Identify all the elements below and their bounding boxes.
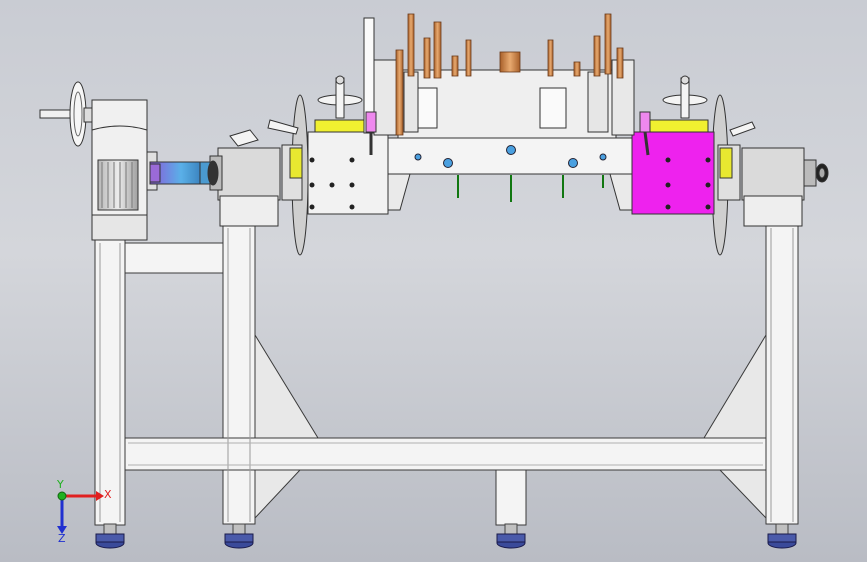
clamp-block-left: [307, 131, 389, 215]
rotary-flange-left[interactable]: [281, 94, 309, 256]
frame-gusset-left-low: [254, 469, 302, 520]
toggle-clamp-left[interactable]: [229, 75, 363, 147]
frame-gusset-right: [703, 333, 767, 439]
rotary-flange-right[interactable]: [711, 94, 741, 256]
frame-leg-middle: [495, 469, 527, 526]
z-axis-label: Z: [58, 532, 66, 545]
foot-left-outer: [95, 523, 125, 549]
frame-upper-crossbar-left: [124, 242, 224, 274]
bearing-block-right[interactable]: [741, 147, 829, 227]
support-rods-green: [457, 175, 604, 202]
foot-left-inner: [224, 523, 254, 549]
y-axis-dot: [57, 491, 67, 501]
locating-pins-blue: [414, 145, 607, 168]
center-beam: [387, 137, 633, 175]
coordinate-triad: X Y Z: [56, 478, 112, 545]
copper-locator-pins: [395, 13, 624, 136]
swing-arm-pink[interactable]: [365, 111, 651, 156]
yellow-plate-right: [649, 119, 709, 133]
foot-middle: [496, 523, 526, 549]
x-axis-label: X: [104, 488, 112, 501]
bearing-block-icon[interactable]: [207, 147, 281, 227]
fixture-body[interactable]: [307, 17, 715, 215]
toggle-clamp-right[interactable]: [662, 75, 756, 137]
frame-gusset-left: [254, 333, 319, 439]
base-frame[interactable]: [94, 225, 799, 526]
gear-motor-icon[interactable]: [91, 99, 158, 241]
foot-right: [767, 523, 797, 549]
mounting-holes: [309, 157, 711, 210]
frame-gusset-right-low: [718, 469, 767, 520]
clamp-block-right: [631, 131, 715, 215]
drive-shaft[interactable]: [149, 161, 215, 185]
handwheel-icon[interactable]: [39, 81, 93, 147]
y-axis-label: Y: [56, 478, 64, 491]
leveling-feet[interactable]: [95, 523, 797, 549]
